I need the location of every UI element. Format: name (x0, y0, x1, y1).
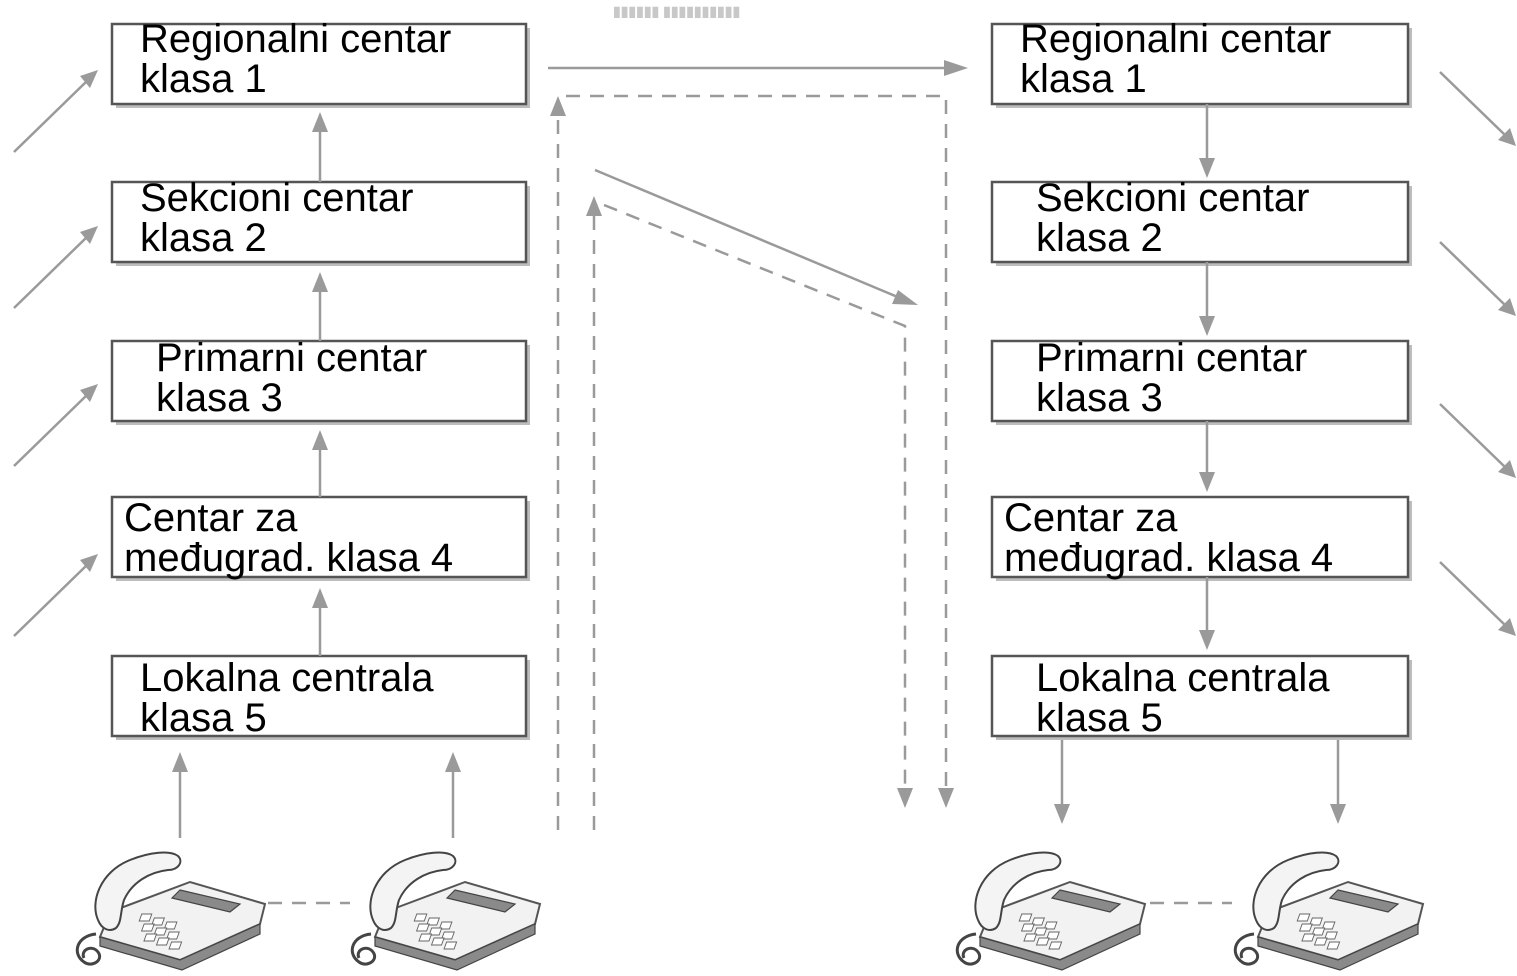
left-box-class-3: Primarni centar klasa 3 (110, 336, 530, 425)
telephone-icon (955, 851, 1147, 972)
left-box-class-1-line1: Regionalni centar (140, 17, 451, 61)
left-box-class-4-line1: Centar za (124, 496, 298, 540)
right-box-class-4-line1: Centar za (1004, 496, 1178, 540)
telephone-icon (75, 851, 267, 972)
left-phone-1 (75, 851, 267, 972)
right-box-class-4: Centar za međugrad. klasa 4 (990, 495, 1412, 581)
right-box-class-3-line2: klasa 3 (1036, 376, 1163, 420)
left-box-class-4: Centar za međugrad. klasa 4 (110, 495, 530, 581)
left-box-class-1-line2: klasa 1 (140, 57, 267, 101)
right-box-class-5-line2: klasa 5 (1036, 696, 1163, 740)
left-diagonal-arrows (13, 70, 98, 637)
right-box-class-1: Regionalni centar klasa 1 (990, 17, 1412, 108)
center-connections (548, 60, 968, 830)
left-box-class-1: Regionalni centar klasa 1 (110, 17, 530, 108)
right-box-class-2: Sekcioni centar klasa 2 (990, 176, 1412, 266)
right-box-class-3-line1: Primarni centar (1036, 336, 1307, 380)
right-box-class-3: Primarni centar klasa 3 (990, 336, 1412, 425)
left-box-class-5-line1: Lokalna centrala (140, 656, 434, 700)
right-box-class-2-line1: Sekcioni centar (1036, 176, 1309, 220)
right-hierarchy: Regionalni centar klasa 1 Sekcioni centa… (955, 17, 1516, 972)
left-box-class-5: Lokalna centrala klasa 5 (110, 654, 530, 740)
right-box-class-1-line2: klasa 1 (1020, 57, 1147, 101)
right-box-class-5-line1: Lokalna centrala (1036, 656, 1330, 700)
left-box-class-5-line2: klasa 5 (140, 696, 267, 740)
right-phone-1 (955, 851, 1147, 972)
right-box-class-4-line2: međugrad. klasa 4 (1004, 536, 1333, 580)
right-box-class-2-line2: klasa 2 (1036, 216, 1163, 260)
left-box-class-3-line2: klasa 3 (156, 376, 283, 420)
right-phone-arrows (1054, 740, 1346, 824)
left-box-class-2-line1: Sekcioni centar (140, 176, 413, 220)
right-box-class-1-line1: Regionalni centar (1020, 17, 1331, 61)
right-phone-2 (1233, 851, 1425, 972)
left-box-class-2-line2: klasa 2 (140, 216, 267, 260)
left-box-class-4-line2: međugrad. klasa 4 (124, 536, 453, 580)
left-up-arrows (312, 112, 328, 656)
left-phone-2 (350, 851, 542, 972)
telephone-icon (1233, 851, 1425, 972)
left-phone-arrows (172, 752, 461, 838)
left-hierarchy: Regionalni centar klasa 1 Sekcioni centa… (13, 17, 542, 972)
left-box-class-3-line1: Primarni centar (156, 336, 427, 380)
watermark: ▮▮▮▮▮▮ ▮▮▮▮▮▮▮▮▮▮ (613, 3, 740, 19)
right-down-arrows (1199, 104, 1215, 650)
left-box-class-2: Sekcioni centar klasa 2 (110, 176, 530, 266)
right-diagonal-arrows (1439, 71, 1516, 636)
right-box-class-5: Lokalna centrala klasa 5 (990, 654, 1412, 740)
telephone-icon (350, 851, 542, 972)
